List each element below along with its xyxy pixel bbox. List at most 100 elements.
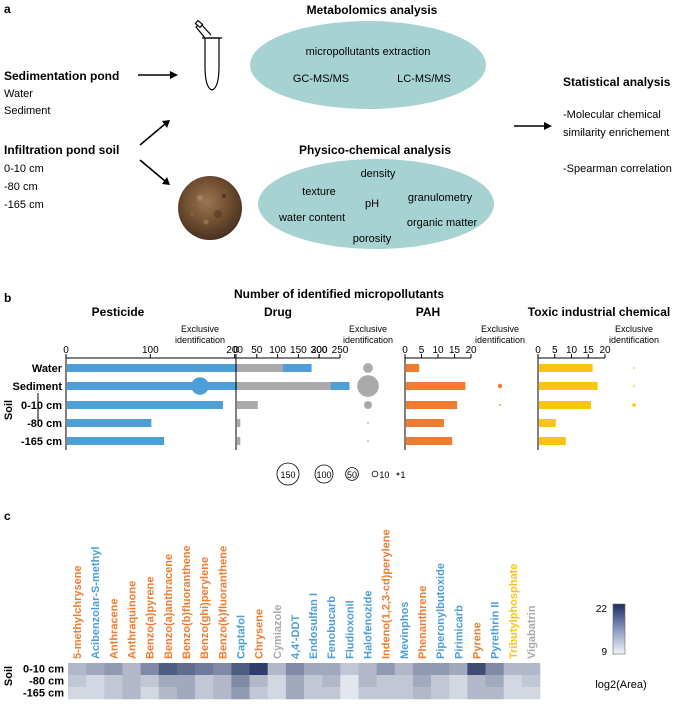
- infiltration-pond-label: Infiltration pond soil: [4, 143, 119, 157]
- exclusive-bubble-0-10-cm: [363, 400, 373, 410]
- bar-water: [406, 364, 420, 372]
- heatmap-col-label-indeno-1-2-3-cd-perylene: Indeno(1,2,3-cd)perylene: [381, 529, 393, 659]
- heatmap-col-label-fenobucarb: Fenobucarb: [326, 596, 338, 659]
- heatmap-cell: [176, 687, 196, 700]
- colorbar-max: 22: [596, 604, 608, 615]
- heatmap-col-label-acibenzolar-s-methyl: Acibenzolar-S-methyl: [90, 547, 102, 659]
- x-tick-label: 20: [465, 345, 477, 356]
- size-legend-value: 100: [316, 470, 331, 480]
- size-legend-value: 50: [347, 470, 357, 480]
- bar-80-cm: [67, 419, 152, 427]
- exclusive-label-l2: identification: [343, 335, 393, 345]
- heatmap-cell: [467, 687, 486, 700]
- heatmap-cell: [231, 663, 250, 676]
- heatmap-cell: [304, 687, 323, 700]
- heatmap-cell: [176, 675, 196, 688]
- heatmap-cell: [140, 663, 160, 676]
- heatmap-cell: [304, 663, 323, 676]
- chart-title-pesticide: Pesticide: [92, 305, 145, 319]
- chart-title-toxic-industrial-chemical: Toxic industrial chemical: [528, 305, 671, 319]
- bar-sediment: [237, 382, 331, 390]
- row-label-165-cm: -165 cm: [21, 436, 62, 448]
- heatmap-row-label-80-cm: -80 cm: [29, 676, 64, 688]
- heatmap-col-label-phenanthrene: Phenanthrene: [417, 586, 429, 659]
- texture-label: texture: [302, 186, 336, 198]
- size-legend-circle: [314, 464, 334, 484]
- exclusive-label-l1: Exclusive: [181, 324, 219, 334]
- heatmap-cell: [376, 675, 396, 688]
- heatmap-col-label-anthracene: Anthracene: [108, 598, 120, 659]
- heatmap-cell: [68, 663, 87, 676]
- arrow-inf-up-head: [162, 120, 170, 128]
- heatmap-col-label-fludioxonil: Fludioxonil: [344, 600, 356, 659]
- exclusive-label-l1: Exclusive: [349, 324, 387, 334]
- arrow-inf-down-head: [162, 177, 170, 185]
- heatmap-col-label-captafol: Captafol: [235, 615, 247, 659]
- gcms-label: GC-MS/MS: [293, 73, 349, 85]
- bar-sediment: [539, 382, 598, 390]
- heatmap-cell: [122, 663, 141, 676]
- organic-matter-label: organic matter: [407, 217, 478, 229]
- heatmap-cell: [158, 687, 178, 700]
- panel-a: a Metabolomics analysis micropollutants …: [4, 2, 672, 249]
- heatmap-col-label-mevinphos: Mevinphos: [399, 602, 411, 659]
- heatmap-cell: [140, 687, 160, 700]
- size-legend-item-150: 150: [276, 462, 300, 486]
- size-legend-circle: [276, 462, 300, 486]
- heatmap-cell: [267, 675, 287, 688]
- heatmap-cell: [521, 675, 541, 688]
- heatmap-cell: [304, 675, 323, 688]
- x-tick-label: 0: [233, 345, 239, 356]
- x-tick-label: 50: [251, 345, 263, 356]
- row-label-sediment: Sediment: [12, 381, 62, 393]
- heatmap-cell: [394, 687, 414, 700]
- exclusive-bubble-water: [196, 364, 204, 372]
- x-tick-label: 0: [402, 345, 408, 356]
- heatmap-cell: [394, 663, 414, 676]
- x-tick-label: 15: [449, 345, 461, 356]
- panel-b: b Number of identified micropollutants W…: [3, 287, 671, 486]
- panel-c-label: c: [4, 509, 11, 523]
- x-tick-label: 100: [142, 345, 159, 356]
- x-tick-label: 200: [311, 345, 328, 356]
- x-tick-label: 5: [419, 345, 425, 356]
- bar-water: [539, 364, 593, 372]
- lcms-label: LC-MS/MS: [397, 73, 451, 85]
- bar-165-cm: [237, 437, 241, 445]
- heatmap-cell: [249, 687, 268, 700]
- heatmap-col-label-benzo-b-fluoranthene: Benzo(b)fluoranthene: [181, 545, 193, 659]
- heatmap-cell: [521, 687, 541, 700]
- heatmap-cell: [86, 663, 105, 676]
- heatmap-cell: [158, 675, 178, 688]
- heatmap-col-label-endosulfan-i: Endosulfan I: [308, 593, 320, 659]
- bar-sediment: [406, 382, 466, 390]
- heatmap-cell: [376, 663, 396, 676]
- tube-icon: [194, 19, 222, 91]
- stat-item-1a: -Molecular chemical: [563, 109, 661, 121]
- bar-0-10-cm: [539, 401, 591, 409]
- x-tick-label: 250: [332, 345, 349, 356]
- colorbar-title: log2(Area): [595, 679, 646, 691]
- heatmap-cell: [358, 663, 377, 676]
- heatmap-cell: [195, 663, 214, 676]
- bar-165-cm: [67, 437, 164, 445]
- metabolomics-title: Metabolomics analysis: [307, 3, 438, 17]
- heatmap-cell: [195, 675, 214, 688]
- exclusive-bubble-0-10-cm: [197, 402, 203, 408]
- metabolomics-ellipse: [250, 21, 486, 109]
- size-legend-item-10: 10: [371, 470, 389, 480]
- heatmap-cell: [394, 675, 414, 688]
- inf-depth-3: -165 cm: [4, 199, 44, 211]
- stat-title: Statistical analysis: [563, 75, 671, 89]
- heatmap-cell: [213, 663, 232, 676]
- panel-a-label: a: [4, 2, 11, 16]
- x-tick-label: 10: [566, 345, 578, 356]
- heatmap-cell: [322, 687, 341, 700]
- heatmap-col-label-pirimicarb: Pirimicarb: [453, 605, 465, 659]
- chart-title-drug: Drug: [264, 305, 292, 319]
- heatmap-cell: [485, 663, 504, 676]
- heatmap-cell: [322, 663, 341, 676]
- bar-165-cm: [539, 437, 566, 445]
